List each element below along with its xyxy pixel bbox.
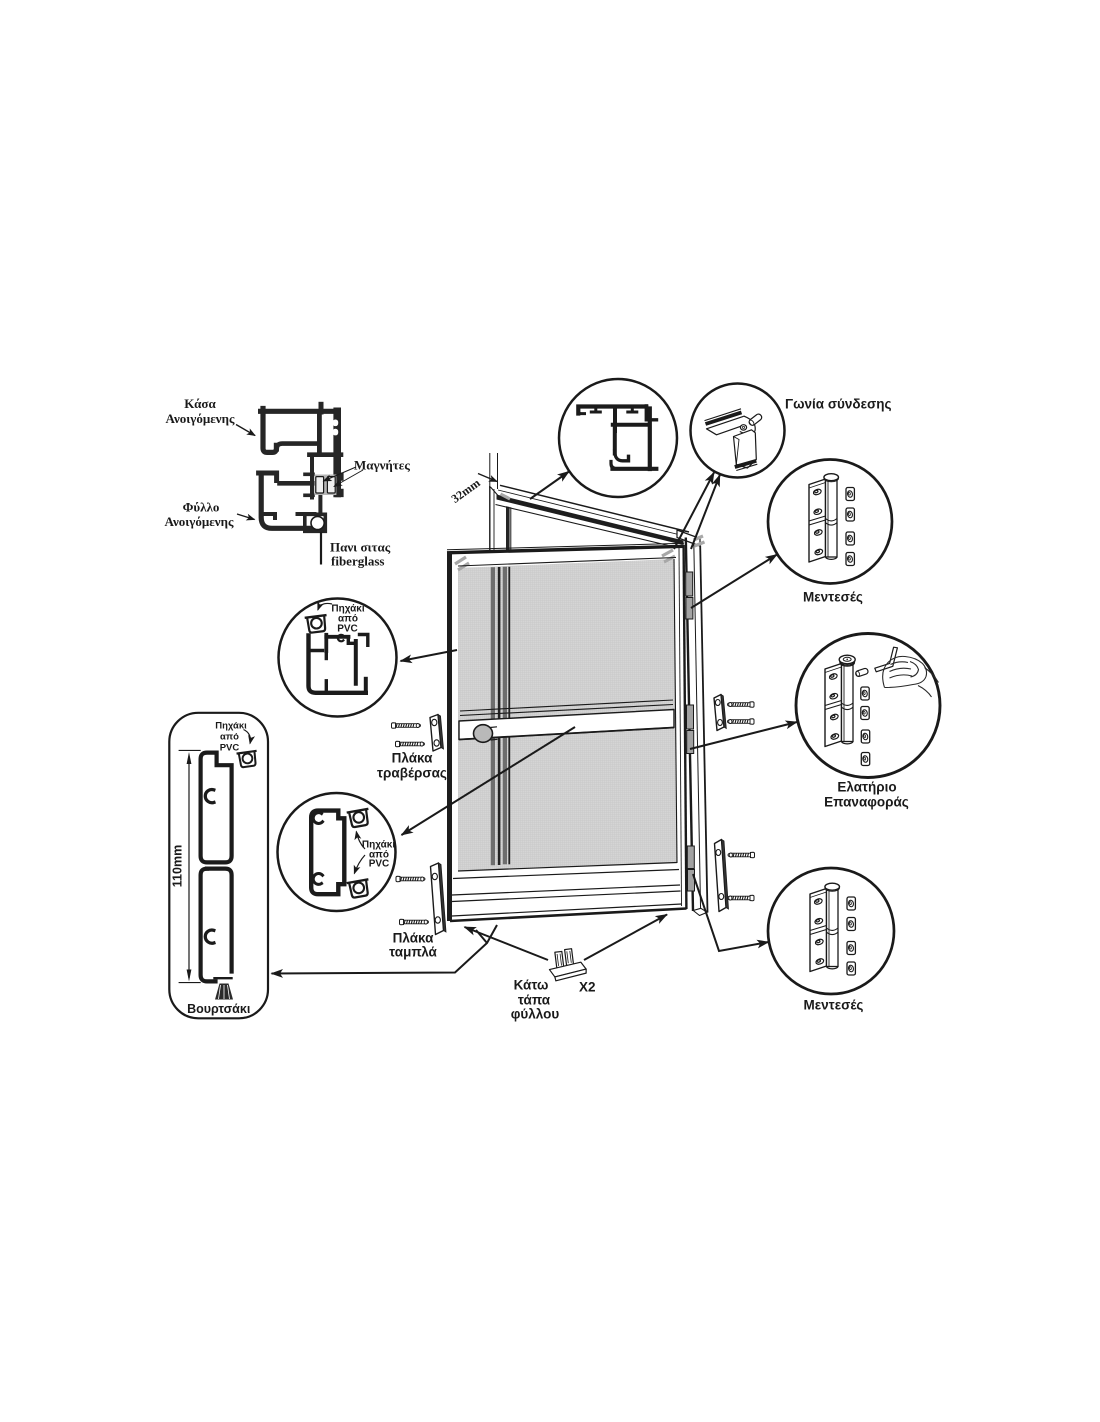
- svg-text:PVC: PVC: [369, 859, 390, 870]
- svg-text:PVC: PVC: [220, 743, 240, 754]
- svg-text:Ανοιγόμενης: Ανοιγόμενης: [166, 411, 235, 426]
- svg-text:τάπα: τάπα: [518, 993, 551, 1008]
- svg-text:110mm: 110mm: [171, 845, 185, 887]
- svg-text:Κάτω: Κάτω: [514, 978, 549, 993]
- svg-text:PVC: PVC: [337, 624, 358, 635]
- svg-text:Επαναφοράς: Επαναφοράς: [824, 795, 909, 810]
- svg-text:fiberglass: fiberglass: [331, 554, 384, 569]
- svg-text:Ελατήριο: Ελατήριο: [837, 780, 896, 795]
- svg-text:Πηχάκι: Πηχάκι: [331, 604, 364, 615]
- svg-text:Ανοιγόμενης: Ανοιγόμενης: [165, 514, 234, 529]
- svg-text:Βουρτσάκι: Βουρτσάκι: [187, 1002, 251, 1016]
- svg-text:Πλάκα: Πλάκα: [393, 931, 434, 946]
- svg-text:X2: X2: [579, 980, 596, 995]
- svg-text:Μαγνήτες: Μαγνήτες: [354, 458, 410, 473]
- svg-text:τραβέρσας: τραβέρσας: [377, 766, 447, 781]
- svg-text:Πλάκα: Πλάκα: [392, 751, 433, 766]
- svg-text:από: από: [220, 732, 239, 743]
- svg-text:από: από: [369, 850, 389, 861]
- svg-text:Πανι σιτας: Πανι σιτας: [330, 540, 391, 555]
- svg-text:Πηχάκι: Πηχάκι: [362, 840, 395, 851]
- svg-text:φύλλου: φύλλου: [511, 1007, 560, 1022]
- svg-text:Κάσα: Κάσα: [184, 396, 216, 411]
- svg-text:Πηχάκι: Πηχάκι: [215, 721, 247, 732]
- svg-text:Φύλλο: Φύλλο: [183, 500, 220, 515]
- svg-text:Μεντεσές: Μεντεσές: [803, 590, 863, 605]
- svg-text:Μεντεσές: Μεντεσές: [804, 998, 864, 1013]
- svg-text:Γωνία σύνδεσης: Γωνία σύνδεσης: [785, 397, 892, 412]
- svg-text:ταμπλά: ταμπλά: [389, 945, 437, 960]
- svg-text:από: από: [338, 614, 358, 625]
